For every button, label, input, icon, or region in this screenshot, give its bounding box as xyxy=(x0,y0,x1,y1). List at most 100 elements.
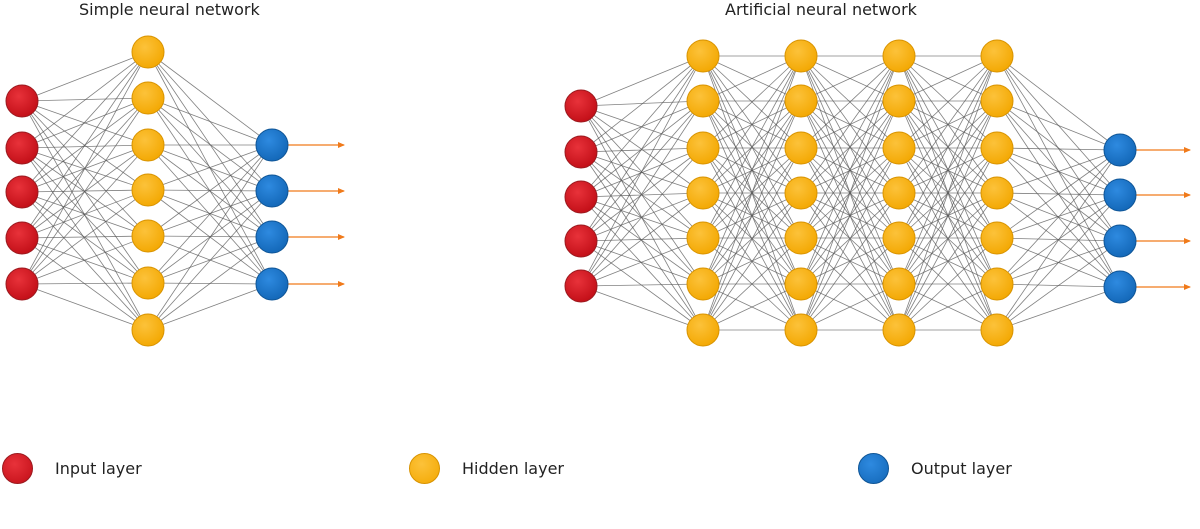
output-node xyxy=(255,174,289,208)
output-node xyxy=(1103,178,1137,212)
hidden-node xyxy=(131,313,165,347)
connection-line xyxy=(898,147,998,331)
connection-line xyxy=(21,51,149,193)
hidden-node xyxy=(784,176,818,210)
hidden-node xyxy=(784,131,818,165)
input-layer-swatch xyxy=(2,452,33,484)
connection-line xyxy=(996,149,1121,194)
connection-line xyxy=(21,51,149,239)
connection-line xyxy=(147,144,273,331)
output-node xyxy=(1103,224,1137,258)
connection-line xyxy=(702,55,802,194)
connection-line xyxy=(800,55,900,102)
connection-line xyxy=(702,55,802,239)
connection-line xyxy=(21,191,149,331)
connection-line xyxy=(702,147,802,331)
connection-line xyxy=(702,55,802,285)
connection-line xyxy=(996,55,1121,151)
hidden-node xyxy=(686,84,720,118)
input-node xyxy=(5,221,39,255)
connection-line xyxy=(898,192,998,331)
input-node xyxy=(5,267,39,301)
connection-line xyxy=(580,55,704,287)
connection-line xyxy=(580,55,704,242)
connection-line xyxy=(147,283,273,331)
legend-output-layer: Output layer xyxy=(858,451,1012,485)
connection-line xyxy=(580,151,704,331)
connection-line xyxy=(800,283,900,331)
legend-input-layer: Input layer xyxy=(2,451,142,485)
connection-line xyxy=(147,97,273,146)
connection-line xyxy=(996,149,1121,239)
hidden-node xyxy=(980,313,1014,347)
connection-line xyxy=(580,147,704,153)
connection-line xyxy=(898,237,998,331)
connection-line xyxy=(21,97,149,149)
output-node xyxy=(255,128,289,162)
connection-line xyxy=(21,51,149,149)
connection-line xyxy=(21,235,149,285)
hidden-layer-swatch xyxy=(409,452,440,484)
hidden-node xyxy=(882,131,916,165)
connection-line xyxy=(147,144,273,192)
connection-line xyxy=(147,190,273,331)
connection-line xyxy=(21,189,149,285)
connection-line xyxy=(21,147,149,284)
input-node xyxy=(564,224,598,258)
connection-line xyxy=(21,147,149,331)
hidden-node xyxy=(686,221,720,255)
output-node xyxy=(1103,133,1137,167)
connection-line xyxy=(147,144,273,191)
hidden-node xyxy=(784,313,818,347)
connection-line xyxy=(996,147,1121,151)
simple-neural-network xyxy=(5,35,345,347)
connection-line xyxy=(996,149,1121,331)
artificial-network-connections xyxy=(580,55,1121,331)
hidden-node xyxy=(882,39,916,73)
connection-line xyxy=(147,144,273,284)
connection-line xyxy=(21,283,149,331)
connection-line xyxy=(21,51,149,285)
connection-line xyxy=(21,282,149,285)
artificial-network-title: Artificial neural network xyxy=(725,0,917,19)
connection-line xyxy=(580,55,704,153)
connection-line xyxy=(898,100,998,331)
hidden-node xyxy=(980,39,1014,73)
connection-line xyxy=(21,51,149,102)
hidden-node xyxy=(882,313,916,347)
connection-line xyxy=(580,147,704,198)
connection-line xyxy=(580,196,704,285)
input-node xyxy=(564,269,598,303)
connection-line xyxy=(996,149,1121,285)
connection-line xyxy=(580,147,704,287)
connection-line xyxy=(898,283,998,331)
hidden-node xyxy=(131,219,165,253)
connection-line xyxy=(898,55,998,102)
input-node xyxy=(5,131,39,165)
connection-line xyxy=(580,105,704,239)
hidden-node xyxy=(131,266,165,300)
hidden-node xyxy=(686,267,720,301)
connection-line xyxy=(580,100,704,287)
hidden-node xyxy=(131,81,165,115)
connection-line xyxy=(147,144,273,238)
hidden-node xyxy=(784,84,818,118)
connection-line xyxy=(898,55,998,239)
connection-line xyxy=(21,147,149,191)
hidden-node xyxy=(686,176,720,210)
output-layer-swatch xyxy=(858,452,889,484)
connection-line xyxy=(21,144,149,149)
input-node xyxy=(564,89,598,123)
hidden-node xyxy=(784,221,818,255)
hidden-node xyxy=(131,128,165,162)
hidden-node xyxy=(131,173,165,207)
connection-line xyxy=(580,237,704,287)
hidden-node xyxy=(980,84,1014,118)
connection-line xyxy=(800,147,900,331)
connection-line xyxy=(147,97,273,192)
hidden-layer-label: Hidden layer xyxy=(462,458,564,478)
hidden-node xyxy=(882,267,916,301)
hidden-node xyxy=(784,39,818,73)
connection-line xyxy=(147,235,273,238)
connection-line xyxy=(996,240,1121,331)
